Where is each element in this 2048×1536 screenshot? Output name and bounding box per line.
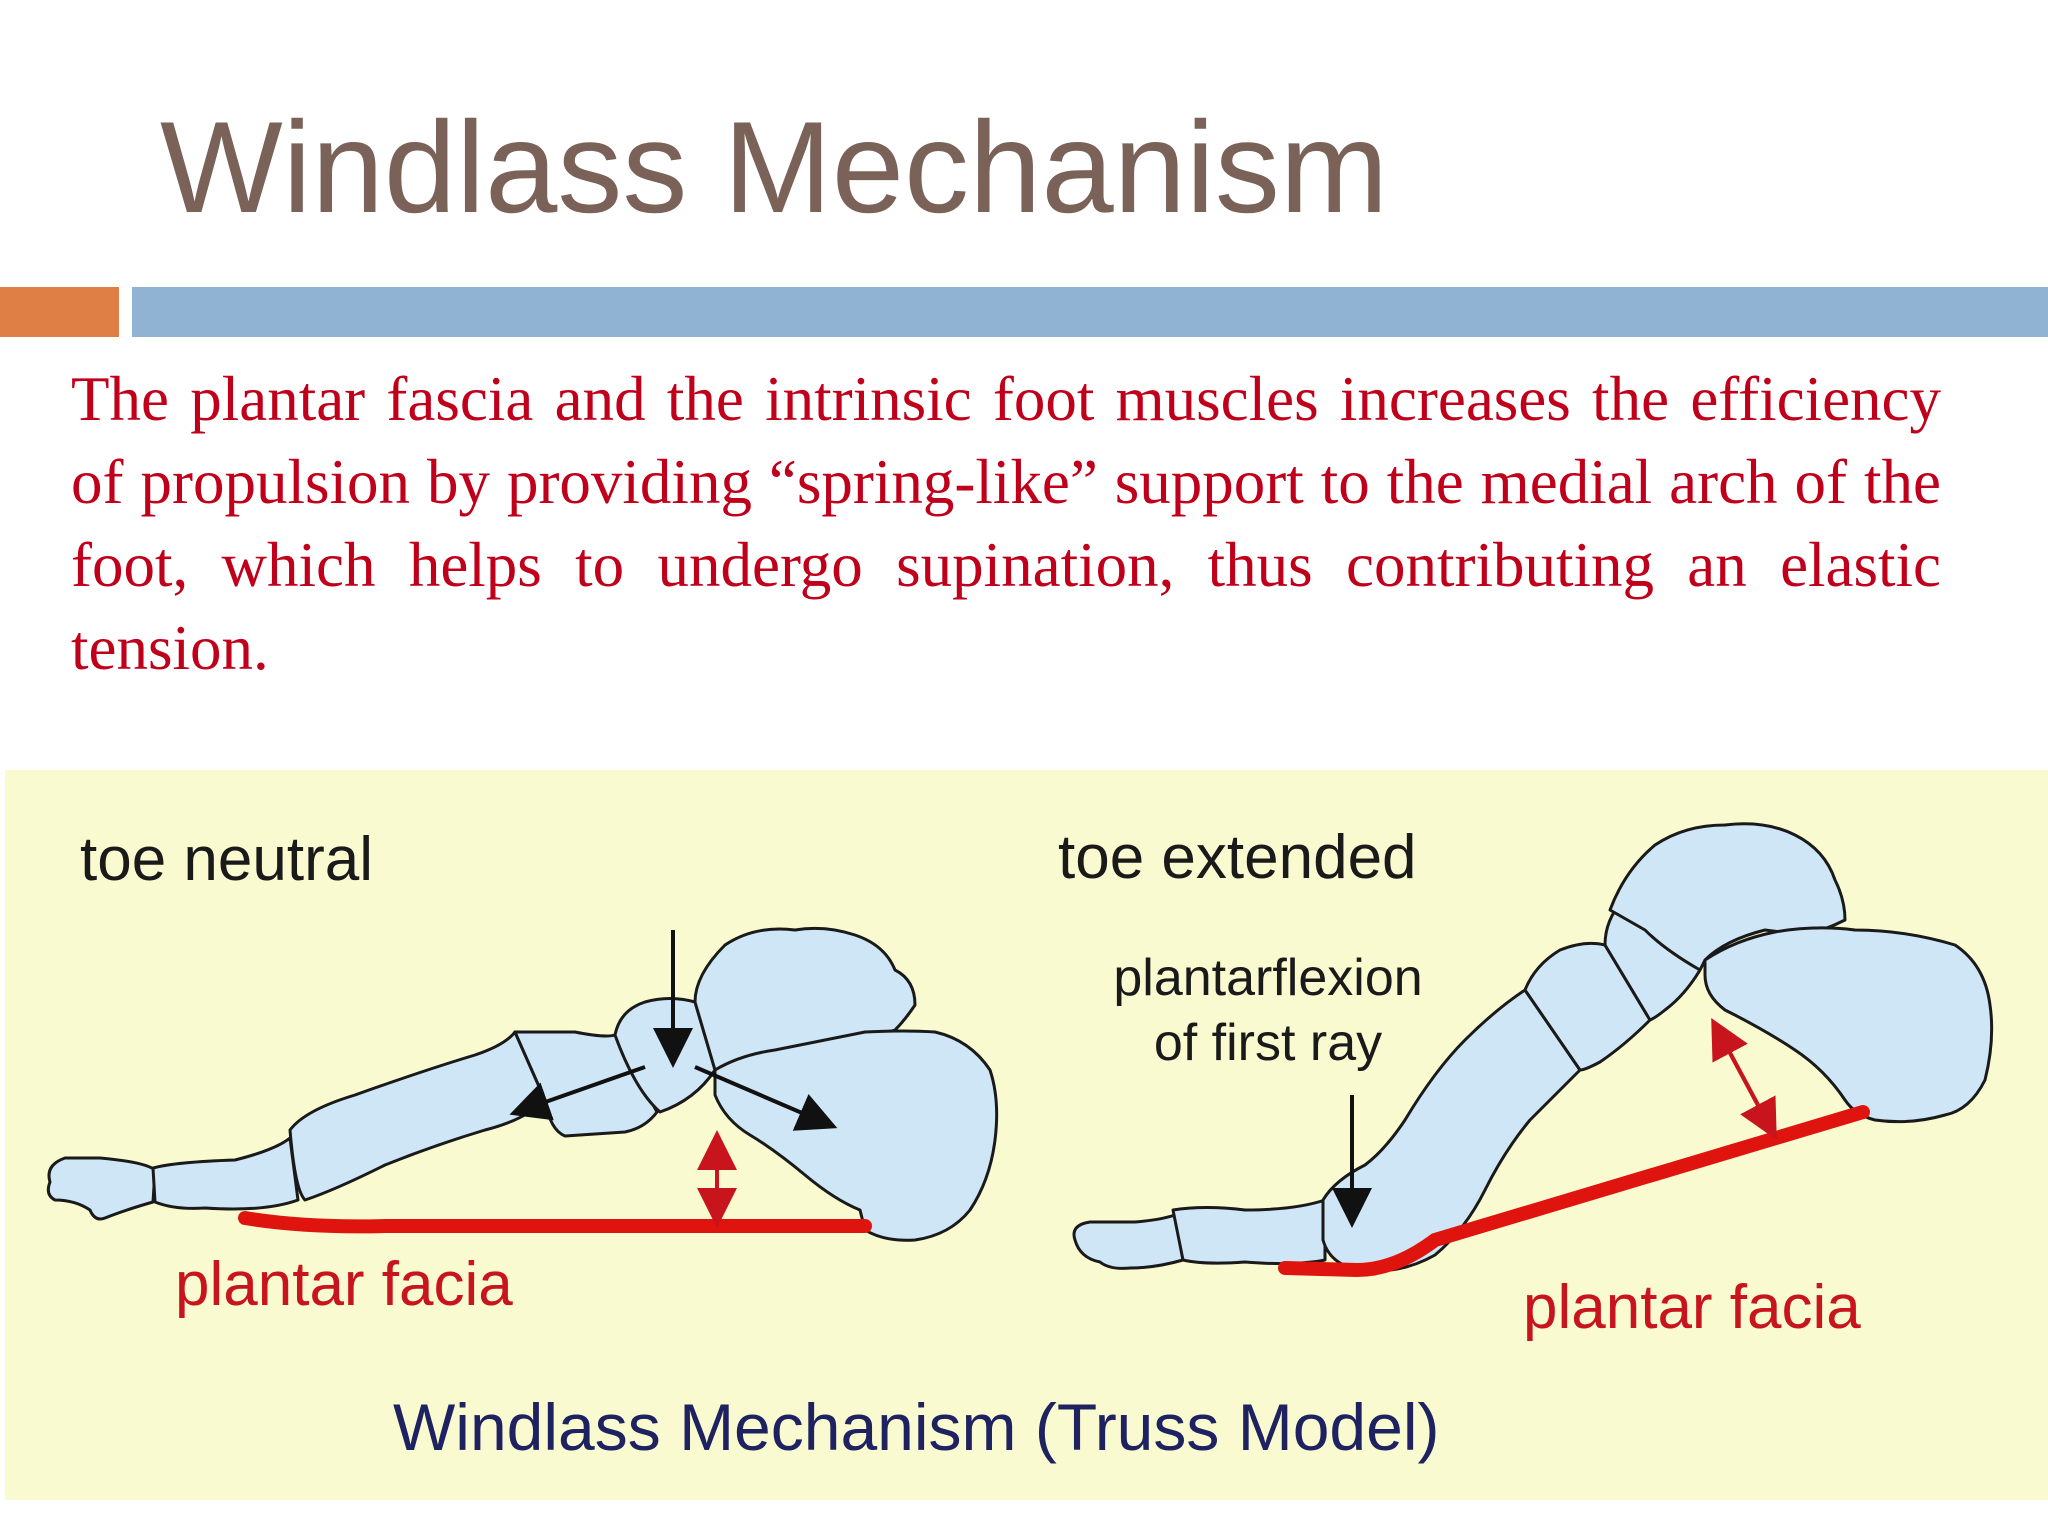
label-toe-neutral: toe neutral bbox=[80, 825, 373, 894]
label-plantar-fascia-left: plantar facia bbox=[175, 1250, 513, 1319]
force-arrows-extended bbox=[1332, 1017, 1777, 1228]
force-arrows-neutral bbox=[509, 930, 838, 1228]
accent-bar-orange bbox=[0, 287, 119, 337]
foot-extended-illustration bbox=[1072, 822, 1994, 1273]
body-paragraph: The plantar fascia and the intrinsic foo… bbox=[71, 364, 1941, 683]
windlass-diagram: toe neutral toe extended plantarflexion … bbox=[5, 770, 2048, 1500]
accent-bar-blue bbox=[132, 287, 2048, 337]
label-plantar-fascia-right: plantar facia bbox=[1523, 1273, 1861, 1342]
plantar-fascia-neutral bbox=[238, 1211, 872, 1234]
figure-caption: Windlass Mechanism (Truss Model) bbox=[393, 1390, 1439, 1464]
label-plantarflexion: plantarflexion bbox=[1113, 949, 1422, 1007]
foot-neutral-illustration bbox=[46, 926, 999, 1242]
slide-title: Windlass Mechanism bbox=[160, 94, 1389, 240]
label-first-ray: of first ray bbox=[1154, 1014, 1382, 1072]
label-toe-extended: toe extended bbox=[1058, 823, 1417, 892]
plantar-fascia-extended bbox=[1278, 1105, 1870, 1278]
